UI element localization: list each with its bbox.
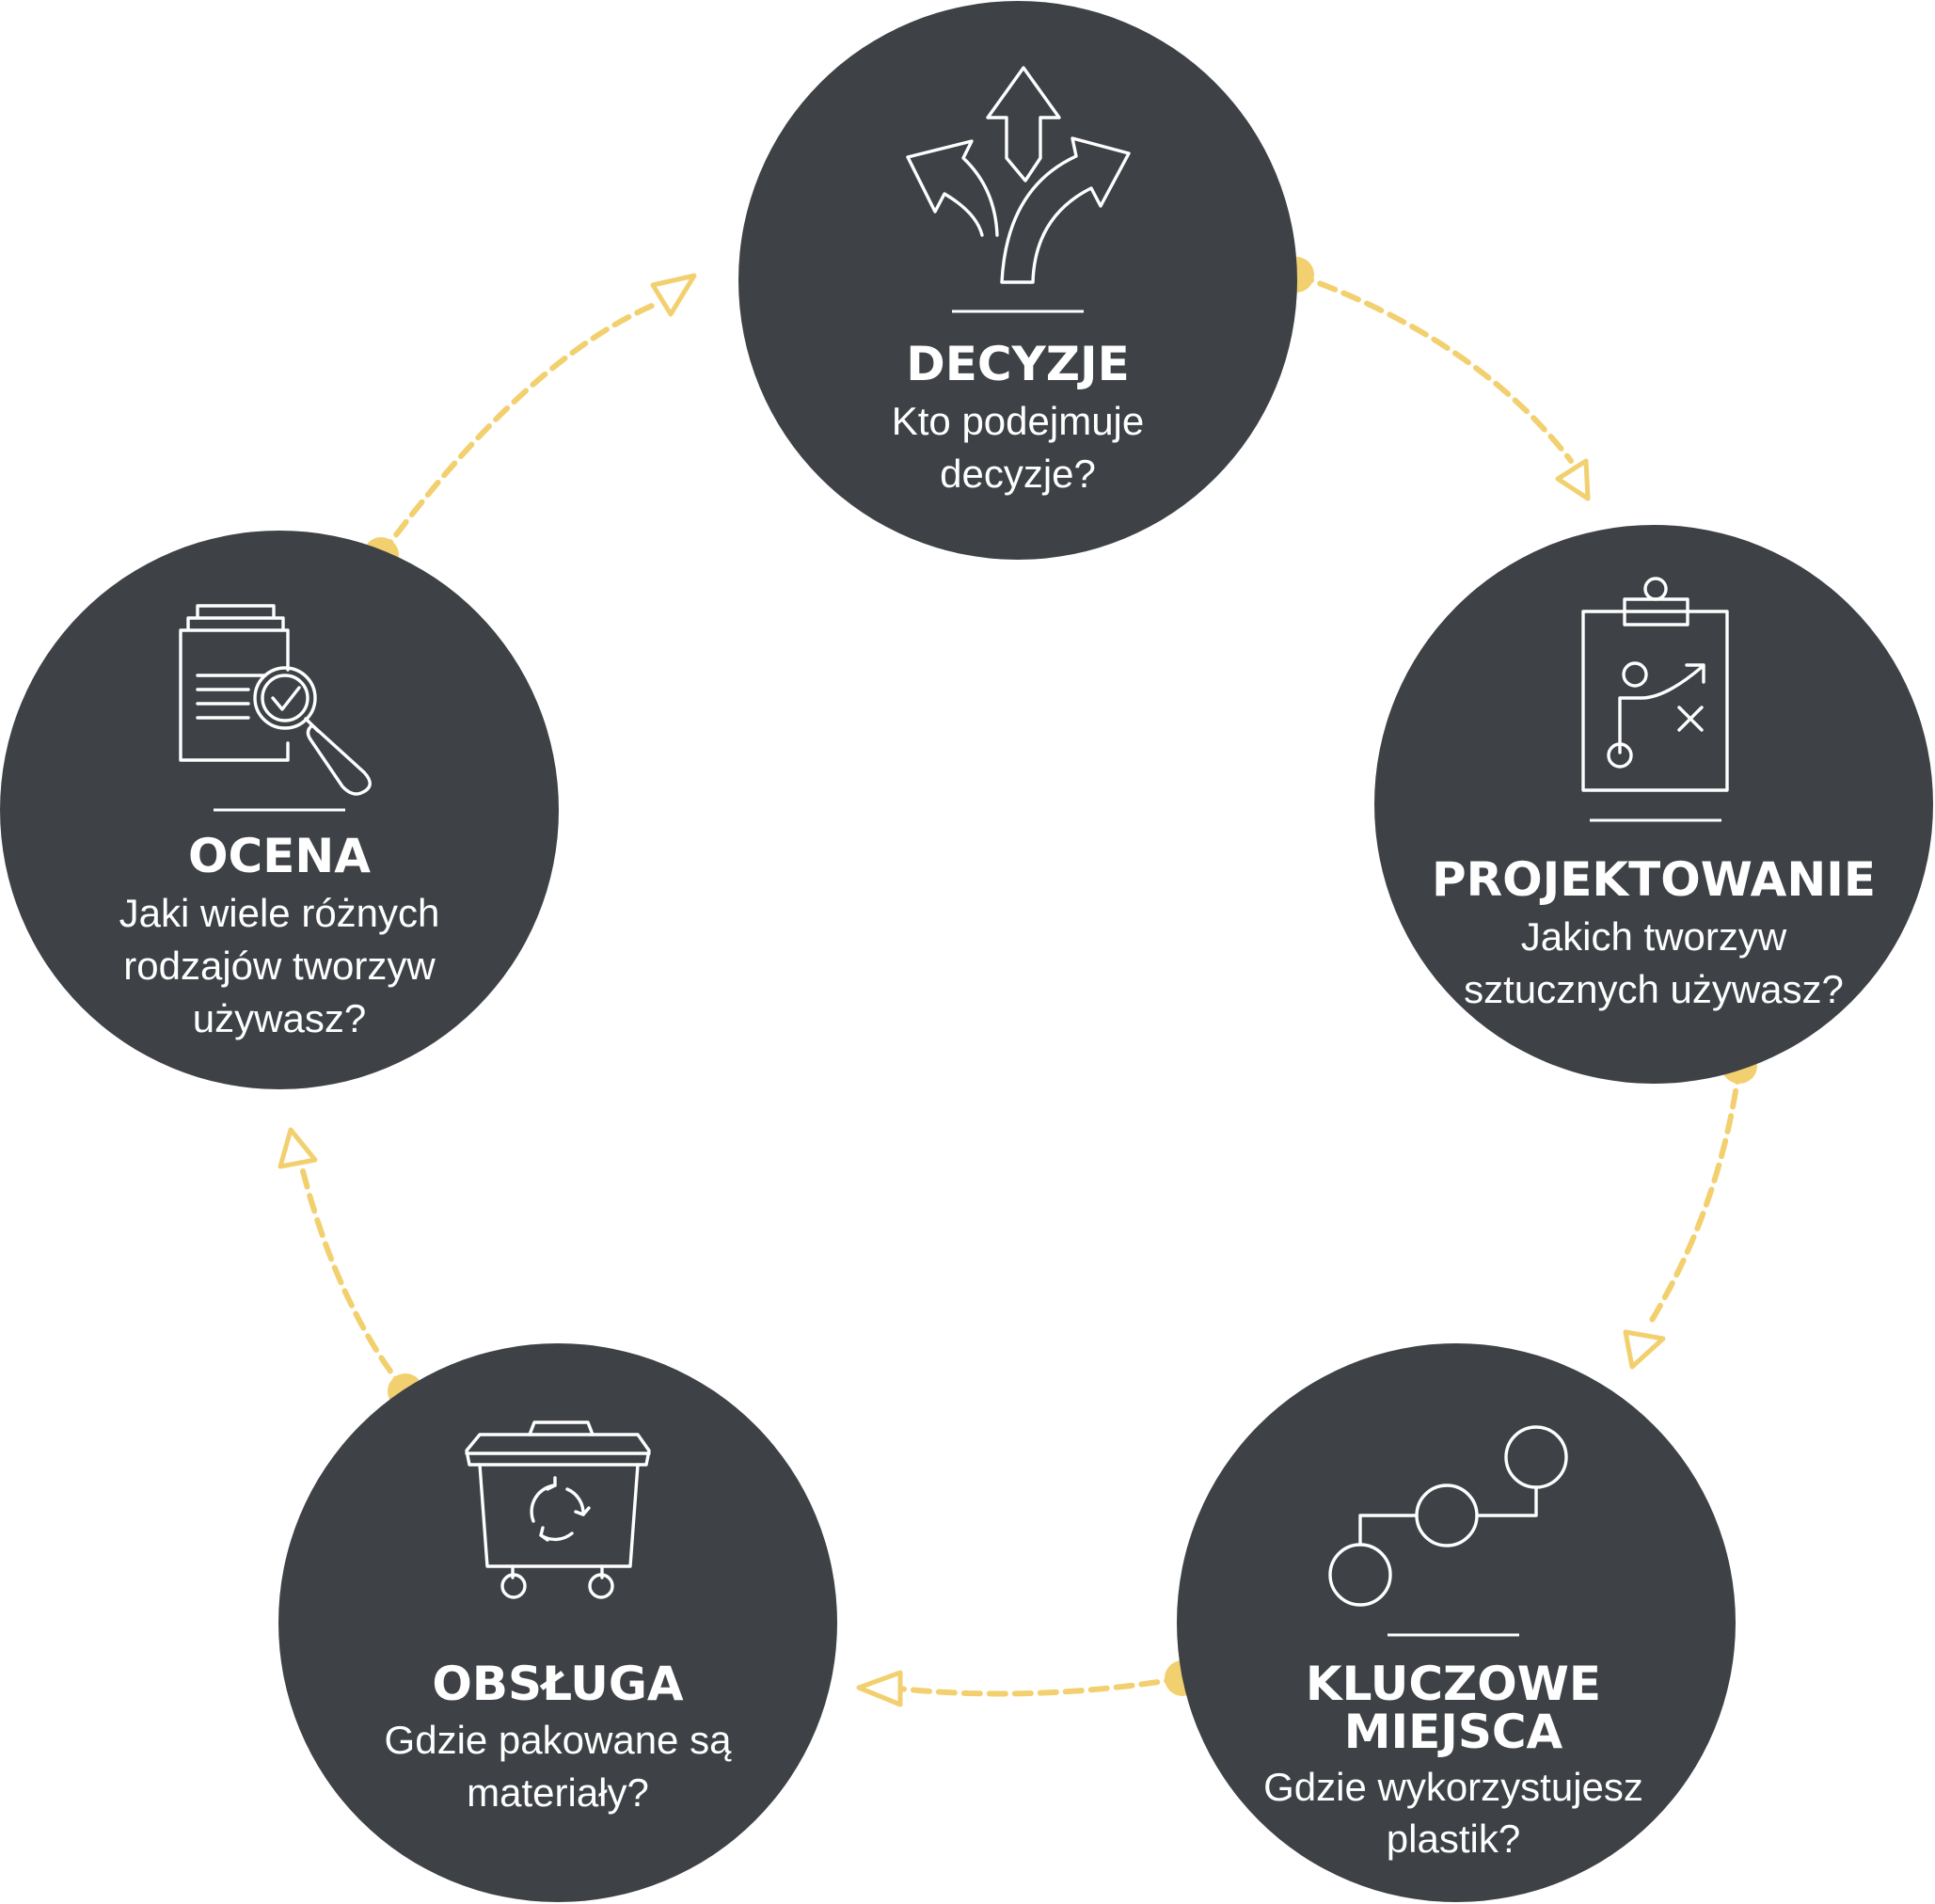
connector-ocena-to-decyzje xyxy=(363,273,697,573)
dashed-connector xyxy=(300,1168,408,1394)
node-question: materiały? xyxy=(467,1770,649,1815)
node-question: plastik? xyxy=(1387,1817,1520,1861)
clipboard-strategy-icon xyxy=(1581,577,1729,792)
arrowhead-icon xyxy=(856,1670,903,1707)
node-title: OCENA xyxy=(188,829,371,883)
node-title: KLUCZOWE xyxy=(1306,1657,1601,1711)
node-projektowanie: PROJEKTOWANIE Jakich tworzyw sztucznych … xyxy=(1374,525,1933,1084)
arrowhead-icon xyxy=(650,273,697,317)
node-question: rodzajów tworzyw xyxy=(123,944,436,988)
connector-projektowanie-to-kluczowe xyxy=(1623,1048,1757,1370)
connector-obsluga-to-ocena xyxy=(278,1127,423,1409)
node-question: decyzje? xyxy=(940,452,1096,496)
dashed-connector xyxy=(378,300,661,558)
node-title: MIEJSCA xyxy=(1344,1705,1563,1759)
node-question: Kto podejmuje xyxy=(892,399,1145,443)
node-question: Jaki wiele różnych xyxy=(119,891,440,935)
connected-circles-icon xyxy=(1328,1425,1568,1607)
node-obsluga: OBSŁUGA Gdzie pakowane są materiały? xyxy=(278,1343,837,1902)
node-question: sztucznych używasz? xyxy=(1464,967,1844,1011)
arrowhead-icon xyxy=(1555,458,1591,501)
node-circle xyxy=(278,1343,837,1902)
dashed-connector xyxy=(896,1675,1185,1697)
node-question: Gdzie wykorzystujesz xyxy=(1263,1765,1643,1809)
crossroads-arrows-icon xyxy=(906,66,1131,284)
connector-kluczowe-to-obsluga xyxy=(856,1660,1200,1707)
connector-decyzje-to-projektowanie xyxy=(1278,257,1591,501)
node-circle xyxy=(1177,1343,1736,1902)
node-question: używasz? xyxy=(193,996,366,1040)
arrowhead-icon xyxy=(1623,1329,1666,1370)
node-title: OBSŁUGA xyxy=(432,1657,684,1711)
node-kluczowe-miejsca: KLUCZOWE MIEJSCA Gdzie wykorzystujesz pl… xyxy=(1177,1343,1736,1902)
node-question: Jakich tworzyw xyxy=(1521,914,1787,959)
node-title: DECYZJE xyxy=(906,337,1130,391)
document-magnifier-icon xyxy=(179,604,372,796)
dashed-connector xyxy=(1648,1063,1742,1325)
node-question: Gdzie pakowane są xyxy=(385,1718,733,1762)
recycling-bin-icon xyxy=(465,1420,651,1599)
node-decyzje: DECYZJE Kto podejmuje decyzje? xyxy=(738,1,1297,560)
dashed-connector xyxy=(1293,272,1574,464)
node-ocena: OCENA Jaki wiele różnych rodzajów tworzy… xyxy=(0,531,559,1089)
node-title: PROJEKTOWANIE xyxy=(1432,852,1876,907)
node-circle xyxy=(1374,525,1933,1084)
arrowhead-icon xyxy=(278,1127,318,1169)
node-circle xyxy=(738,1,1297,560)
